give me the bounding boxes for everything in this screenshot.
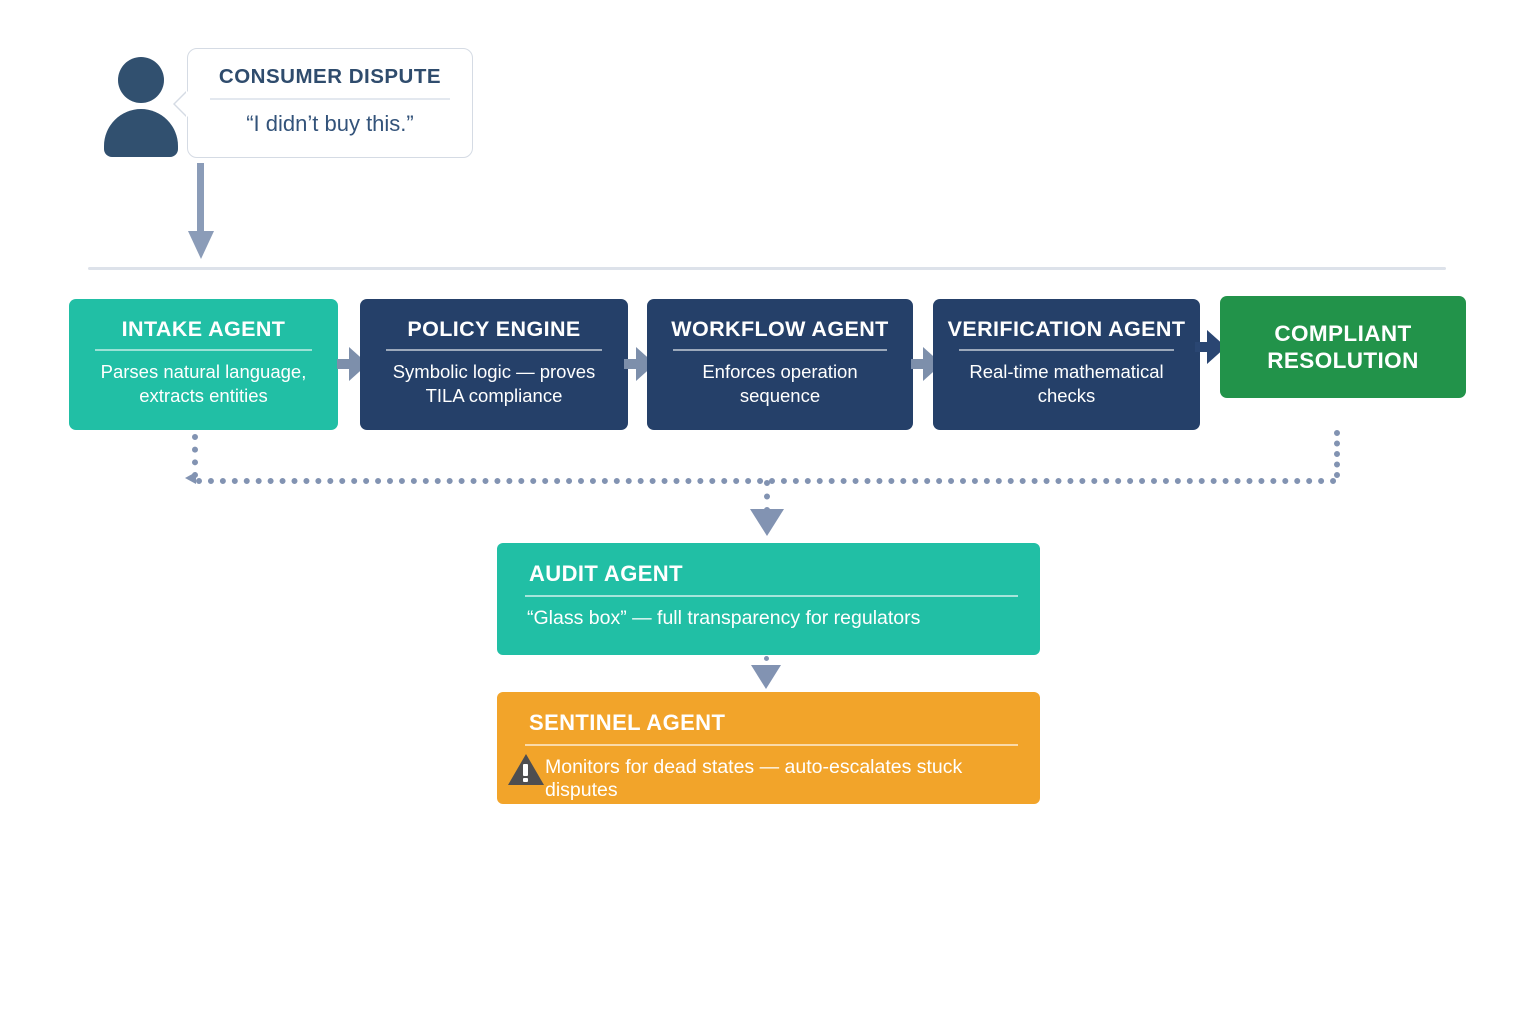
stage-divider xyxy=(673,349,887,351)
audit-agent-description: “Glass box” — full transparency for regu… xyxy=(527,607,921,629)
stage-intake-agent[interactable]: INTAKE AGENT Parses natural language, ex… xyxy=(69,299,338,430)
warning-exclamation-dot xyxy=(523,778,528,782)
sentinel-agent-title: SENTINEL AGENT xyxy=(529,710,726,735)
arrow-tail xyxy=(1195,342,1209,352)
sentinel-agent-description: Monitors for dead states — auto-escalate… xyxy=(545,756,963,801)
outcome-title: COMPLIANT RESOLUTION xyxy=(1220,296,1466,398)
stage-description: Symbolic logic — proves TILA compliance xyxy=(392,361,596,407)
audit-to-sentinel-arrow-head-down-icon xyxy=(751,665,781,689)
warning-exclamation-bar xyxy=(523,764,528,776)
arrow-tail xyxy=(911,359,925,369)
outcome-title-line2: RESOLUTION xyxy=(1267,348,1419,373)
stage-divider xyxy=(386,349,602,351)
outcome-title-line1: COMPLIANT xyxy=(1274,320,1412,346)
stage-description: Real-time mathematical checks xyxy=(969,361,1164,407)
feedback-branch-to-audit-line xyxy=(764,480,770,513)
stage-policy-engine[interactable]: POLICY ENGINE Symbolic logic — proves TI… xyxy=(360,299,628,430)
speech-bubble-tail xyxy=(175,91,188,117)
stage-title: INTAKE AGENT xyxy=(121,317,286,341)
stage-title: POLICY ENGINE xyxy=(407,317,581,341)
speech-bubble-title: CONSUMER DISPUTE xyxy=(218,65,442,88)
warning-triangle-icon xyxy=(508,754,544,786)
arrow-tail xyxy=(337,359,351,369)
audit-agent-divider xyxy=(525,595,1018,597)
stage-description: Parses natural language, extracts entiti… xyxy=(100,361,307,407)
stage-divider xyxy=(95,349,312,351)
speech-bubble-quote: “I didn’t buy this.” xyxy=(246,111,414,136)
arrow-tail xyxy=(624,359,638,369)
sentinel-agent-divider xyxy=(525,744,1018,746)
stage-title: WORKFLOW AGENT xyxy=(671,317,889,341)
person-head-icon xyxy=(118,57,164,103)
sentinel-agent-box[interactable]: SENTINEL AGENT Monitors for dead states … xyxy=(497,692,1040,804)
audit-agent-title: AUDIT AGENT xyxy=(529,561,683,586)
feedback-branch-arrow-head-down-icon xyxy=(750,509,784,536)
stage-divider xyxy=(959,349,1174,351)
speech-bubble-divider xyxy=(210,98,450,100)
consumer-dispute-speech-bubble: CONSUMER DISPUTE “I didn’t buy this.” xyxy=(175,48,473,158)
feedback-arrow-head-left-icon xyxy=(185,472,196,484)
person-body-icon xyxy=(104,109,178,157)
section-divider xyxy=(88,267,1446,270)
stage-workflow-agent[interactable]: WORKFLOW AGENT Enforces operation sequen… xyxy=(647,299,913,430)
arrow-shaft xyxy=(197,163,204,235)
arrow-head-down-icon xyxy=(188,231,214,259)
stage-description: Enforces operation sequence xyxy=(702,361,858,407)
outcome-compliant-resolution[interactable]: COMPLIANT RESOLUTION xyxy=(1220,296,1466,398)
audit-agent-box[interactable]: AUDIT AGENT “Glass box” — full transpare… xyxy=(497,543,1040,655)
stage-verification-agent[interactable]: VERIFICATION AGENT Real-time mathematica… xyxy=(933,299,1200,430)
stage-title: VERIFICATION AGENT xyxy=(947,317,1186,341)
feedback-path-down-right xyxy=(1334,430,1340,478)
audit-to-sentinel-line xyxy=(764,656,769,670)
consumer-to-pipeline-arrow xyxy=(188,163,214,259)
consumer-person-icon xyxy=(103,57,179,157)
feedback-path-up-left xyxy=(192,434,198,478)
